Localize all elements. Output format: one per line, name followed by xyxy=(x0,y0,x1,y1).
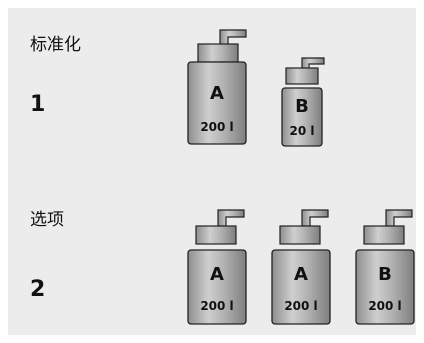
container-2-a1-letter: A xyxy=(210,264,224,285)
container-1-b-volume: 20 l xyxy=(290,124,315,138)
container-1-a-letter: A xyxy=(210,83,224,104)
container-2-a2-volume: 200 l xyxy=(284,299,317,313)
container-1-b-letter: B xyxy=(295,96,309,117)
container-1-a: A 200 l xyxy=(187,29,247,145)
section-2-label: 选项 xyxy=(30,210,64,230)
container-2-b: B 200 l xyxy=(355,209,415,325)
section-1-label: 标准化 xyxy=(30,35,81,55)
container-1-a-volume: 200 l xyxy=(200,120,233,134)
container-1-b: B 20 l xyxy=(281,57,325,147)
container-2-b-letter: B xyxy=(378,264,392,285)
container-2-a1-volume: 200 l xyxy=(200,299,233,313)
container-2-a2: A 200 l xyxy=(271,209,331,325)
container-2-b-volume: 200 l xyxy=(368,299,401,313)
section-1-number: 1 xyxy=(30,92,46,117)
container-2-a1: A 200 l xyxy=(187,209,247,325)
container-2-a2-letter: A xyxy=(294,264,308,285)
section-2-number: 2 xyxy=(30,277,46,302)
